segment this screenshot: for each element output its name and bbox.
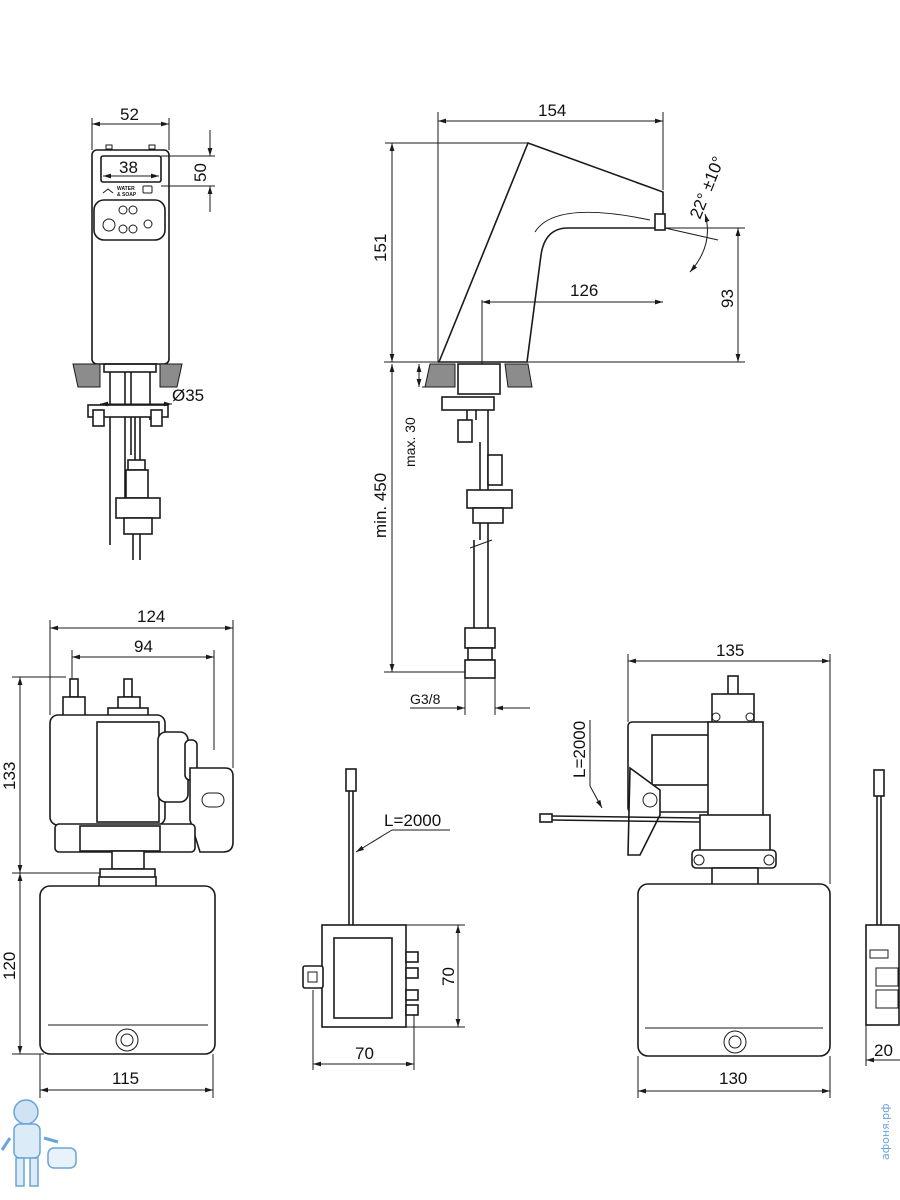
control-box [39,885,216,1055]
countertop-left [72,363,101,388]
dim-valve-inner-width: 94 [134,637,153,656]
dim-box-width: 115 [112,1069,139,1088]
side-control-box [637,883,831,1057]
dim-side-depth: 20 [874,1041,893,1060]
knob-icon [102,218,116,232]
dim-front-width: 52 [120,105,139,124]
sensor-side-view: 20 [865,769,900,1066]
countertop-right [159,363,183,388]
sensor-view: L=2000 70 70 [302,768,465,1070]
dim-side-box-width: 130 [719,1069,747,1088]
countertop-side-right [504,363,533,388]
plumber-logo [0,1099,77,1187]
display-badge-line1: WATER [117,186,135,192]
valve-box-side-view: 135 L=2000 130 [539,641,831,1098]
dim-display-height: 50 [191,163,210,182]
dim-min-depth: min. 450 [371,473,390,538]
dim-thread: G3/8 [410,691,441,707]
dim-side-width: 135 [716,641,744,660]
dim-sensor-height: 70 [439,967,458,986]
dim-outlet-height: 93 [718,289,737,308]
display-badge-line2: & SOAP [117,192,137,198]
dim-display-width: 38 [119,158,138,177]
control-panel [93,199,166,241]
side-solenoid [707,721,764,818]
sensor-side-housing [865,924,900,1026]
mounting-bracket [189,767,234,853]
dim-spout-reach: 126 [570,281,598,300]
valve-box-front-view: 124 94 133 120 115 [0,607,234,1098]
dim-angle: 22° ±10° [686,154,728,222]
countertop-side-left [424,363,456,388]
faucet-body-side [437,141,664,363]
dim-sensor-cable: L=2000 [384,811,441,830]
dim-sensor-width: 70 [355,1044,374,1063]
dim-height: 151 [371,234,390,262]
dim-box-height: 120 [0,952,19,980]
dim-spout-length: 154 [538,101,566,120]
faucet-front-view: WATER & SOAP [72,105,215,560]
dim-side-cable: L=2000 [570,721,589,778]
dim-valve-height: 133 [0,762,19,790]
dim-valve-width: 124 [137,607,165,626]
watermark-text: афоня.рф [879,1103,892,1160]
dim-max-thickness: max. 30 [402,417,418,467]
faucet-side-view: 154 126 151 93 22° ±10° max. 30 min. 450… [371,101,745,715]
dim-hole-diameter: Ø35 [172,386,204,405]
sensor-connector [345,768,357,792]
